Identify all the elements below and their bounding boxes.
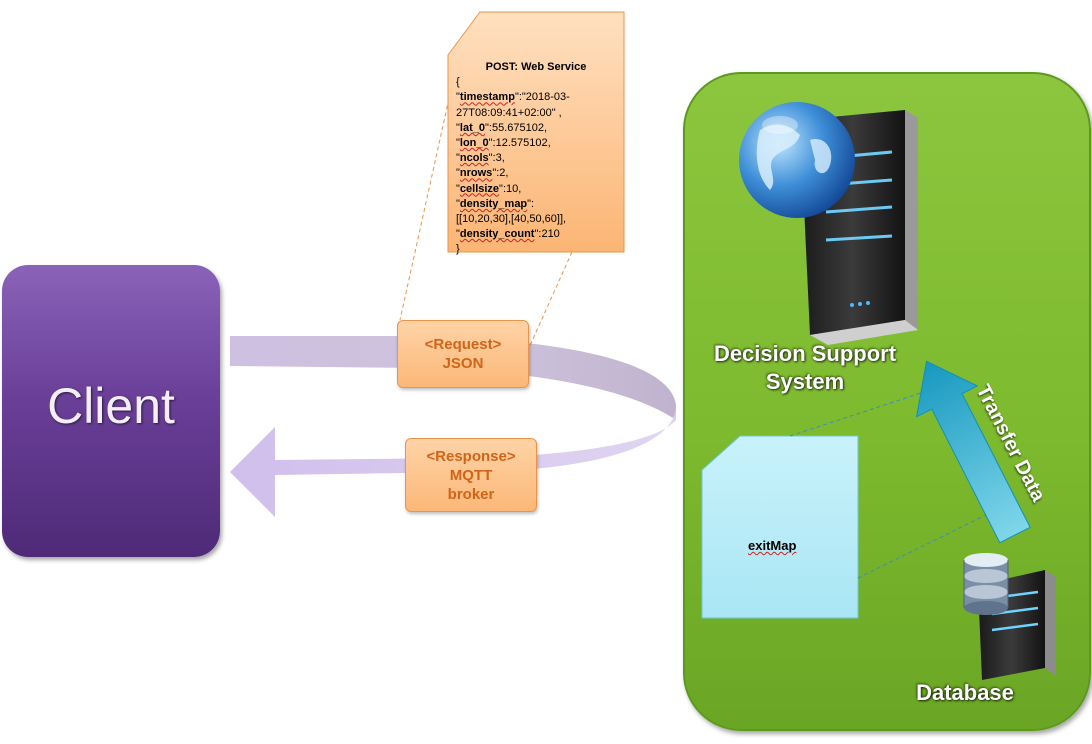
response-channel-line2: broker [447,485,495,503]
json-note: POST: Web Service { "timestamp":"2018-03-… [456,60,616,258]
note-line: "cellsize":10, [456,182,522,195]
note-line: 27T08:09:41+02:00" , [456,106,562,119]
note-line: "ncols":3, [456,152,505,165]
response-channel-line1: MQTT [449,466,493,484]
dss-label-line1: Decision Support [713,341,897,366]
note-title: POST: Web Service [485,61,587,73]
note-line: "density_map": [456,197,535,210]
request-tag: <Request> [424,336,502,353]
exitmap-label: exitMap [748,538,797,553]
note-line: "lat_0":55.675102, [456,121,547,134]
database-label: Database [916,680,1014,705]
flow-arrow-upper [230,336,676,420]
globe-icon [739,102,855,218]
note-line: } [456,243,460,256]
request-format: JSON [442,355,484,372]
response-tag: <Response> [426,447,516,465]
transfer-arrow [915,360,1031,544]
database-icon [963,553,1009,615]
dss-label: Decision Support System [700,340,910,396]
note-line: "nrows":2, [456,167,509,180]
client-label: Client [47,378,175,434]
dss-label-line2: System [765,369,845,394]
note-line: [[10,20,30],[40,50,60]], [456,213,567,226]
response-callout: <Response> MQTT broker [405,438,537,512]
request-callout: <Request> JSON [397,320,529,388]
note-lines: { "timestamp":"2018-03- 27T08:09:41+02:00"… [456,75,616,257]
note-line: "timestamp":"2018-03- [456,91,570,104]
note-line: "lon_0":12.575102, [456,137,551,150]
exitmap-doc-shape [701,435,859,619]
note-line: "density_count":210 [456,228,560,241]
json-note-shape [447,11,625,253]
note-line: { [456,76,460,89]
client-box: Client [2,265,220,557]
